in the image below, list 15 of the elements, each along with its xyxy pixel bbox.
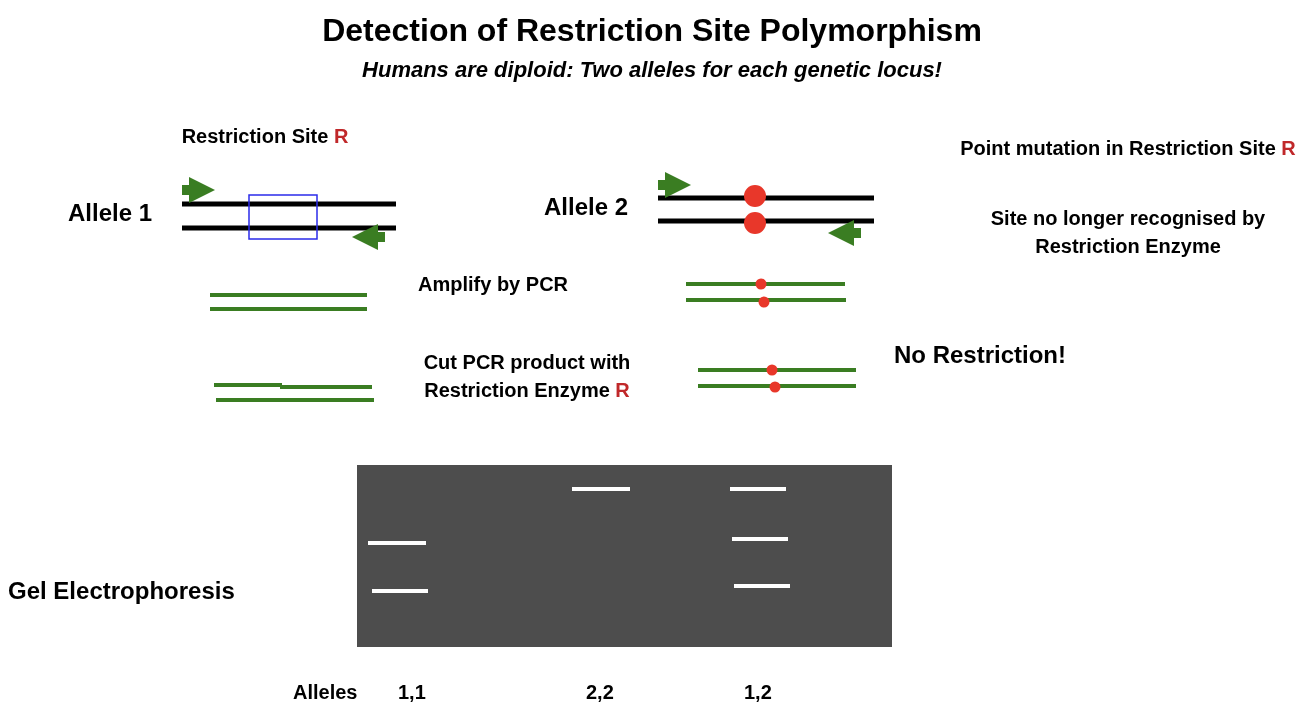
lane-label: 2,2 — [586, 680, 615, 705]
subtitle-text: Humans are diploid: Two alleles for each genetic locus! — [361, 56, 943, 84]
step-label: Cut PCR product with Restriction Enzyme R — [422, 350, 632, 403]
annotation-text: Point mutation in Restriction Site R — [959, 136, 1297, 161]
annotation-text: Restriction Site R — [180, 124, 350, 149]
allele-label: Allele 1 — [68, 198, 154, 228]
lane-label: 1,1 — [398, 680, 427, 705]
gel-label: Gel Electrophoresis — [8, 576, 236, 606]
title-text: Detection of Restriction Site Polymorphism — [321, 11, 983, 50]
allele-label: Allele 2 — [544, 192, 630, 222]
annotation-text: Site no longer recognised by Restriction Enzyme — [989, 206, 1267, 259]
lane-label: Alleles — [293, 680, 359, 705]
annotation-text: No Restriction! — [893, 340, 1067, 370]
lane-label: 1,2 — [744, 680, 773, 705]
step-label: Amplify by PCR — [418, 272, 570, 297]
